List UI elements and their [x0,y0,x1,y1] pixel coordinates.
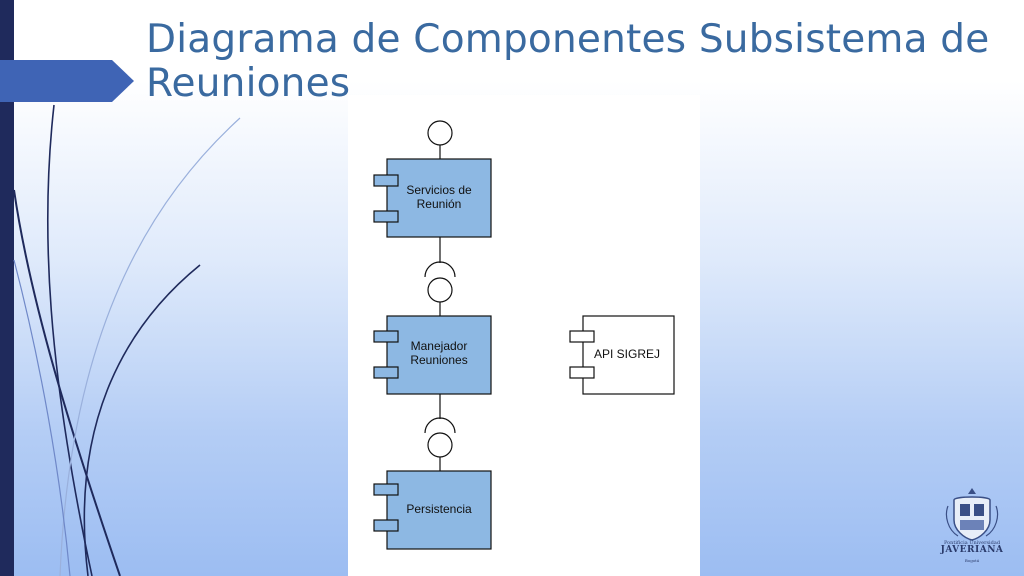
left-accent-bar [0,0,14,576]
component-diagram: Servicios de Reunión Manejador Reuniones [348,95,700,576]
component-api-sigrej: API SIGREJ [569,315,675,395]
page-title: Diagrama de Componentes Subsistema de Re… [146,17,990,106]
university-crest-logo [945,488,999,541]
component-persistencia: Persistencia [373,470,492,550]
provided-interface-manejador [427,277,453,316]
logo-text-pontificia: Pontificia Universidad [943,540,1001,546]
logo-text-javeriana: JAVERIANA [940,545,1004,555]
component-label-persistencia: Persistencia [406,502,472,516]
component-label-servicios-line2: Reunión [417,197,462,211]
component-manejador: Manejador Reuniones [373,315,492,395]
title-arrow-shape [0,60,134,102]
decorative-curves [13,104,241,576]
component-label-servicios: Servicios de [406,183,472,197]
provided-interface-persistencia [427,432,453,471]
component-label-manejador-line2: Reuniones [410,353,467,367]
required-interface-servicios-manejador [424,237,456,278]
logo-text-bogota: Bogotá [964,558,980,563]
provided-interface-servicios [427,120,453,159]
component-label-manejador: Manejador [411,339,468,353]
required-interface-manejador-persistencia [424,394,456,434]
component-label-api: API SIGREJ [594,347,660,361]
component-servicios: Servicios de Reunión [373,158,492,238]
